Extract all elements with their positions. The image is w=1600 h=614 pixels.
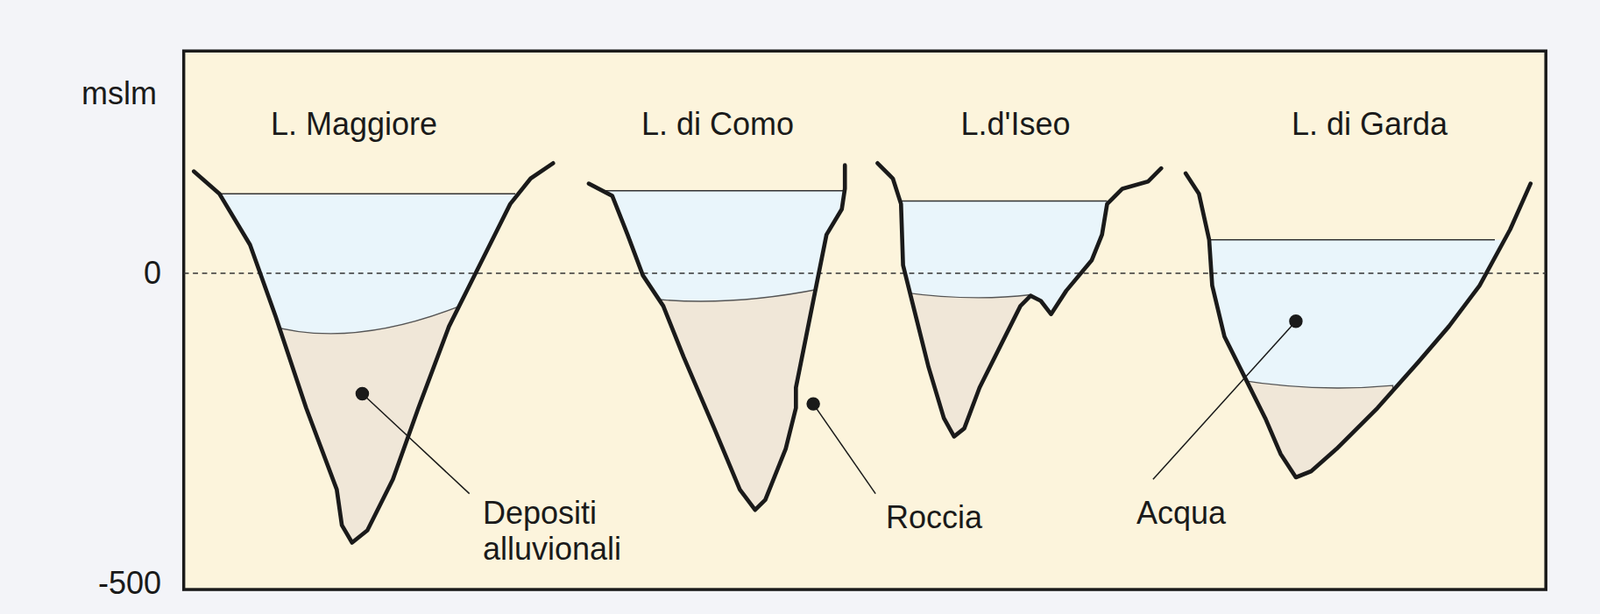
como-fill: [581, 191, 857, 613]
callout-label: Depositi alluvionali: [482, 495, 622, 568]
callout-label: Roccia: [885, 499, 983, 536]
axis-unit: mslm: [81, 75, 157, 112]
lake-name: L.d'Iseo: [961, 106, 1071, 142]
sea-level-line: [184, 272, 1547, 275]
iseo-fill: [872, 200, 1169, 612]
rock-outlines: [193, 162, 1530, 543]
callout-label: Acqua: [1136, 495, 1226, 531]
leader-lines: [355, 315, 1302, 495]
water-surfaces: [219, 191, 1495, 241]
lake-name: L. di Garda: [1291, 106, 1448, 142]
lake-name: L. di Como: [641, 106, 794, 142]
axis-tick: 0: [143, 254, 162, 291]
lake-name: L. Maggiore: [270, 106, 438, 142]
axis-tick: -500: [98, 565, 162, 602]
